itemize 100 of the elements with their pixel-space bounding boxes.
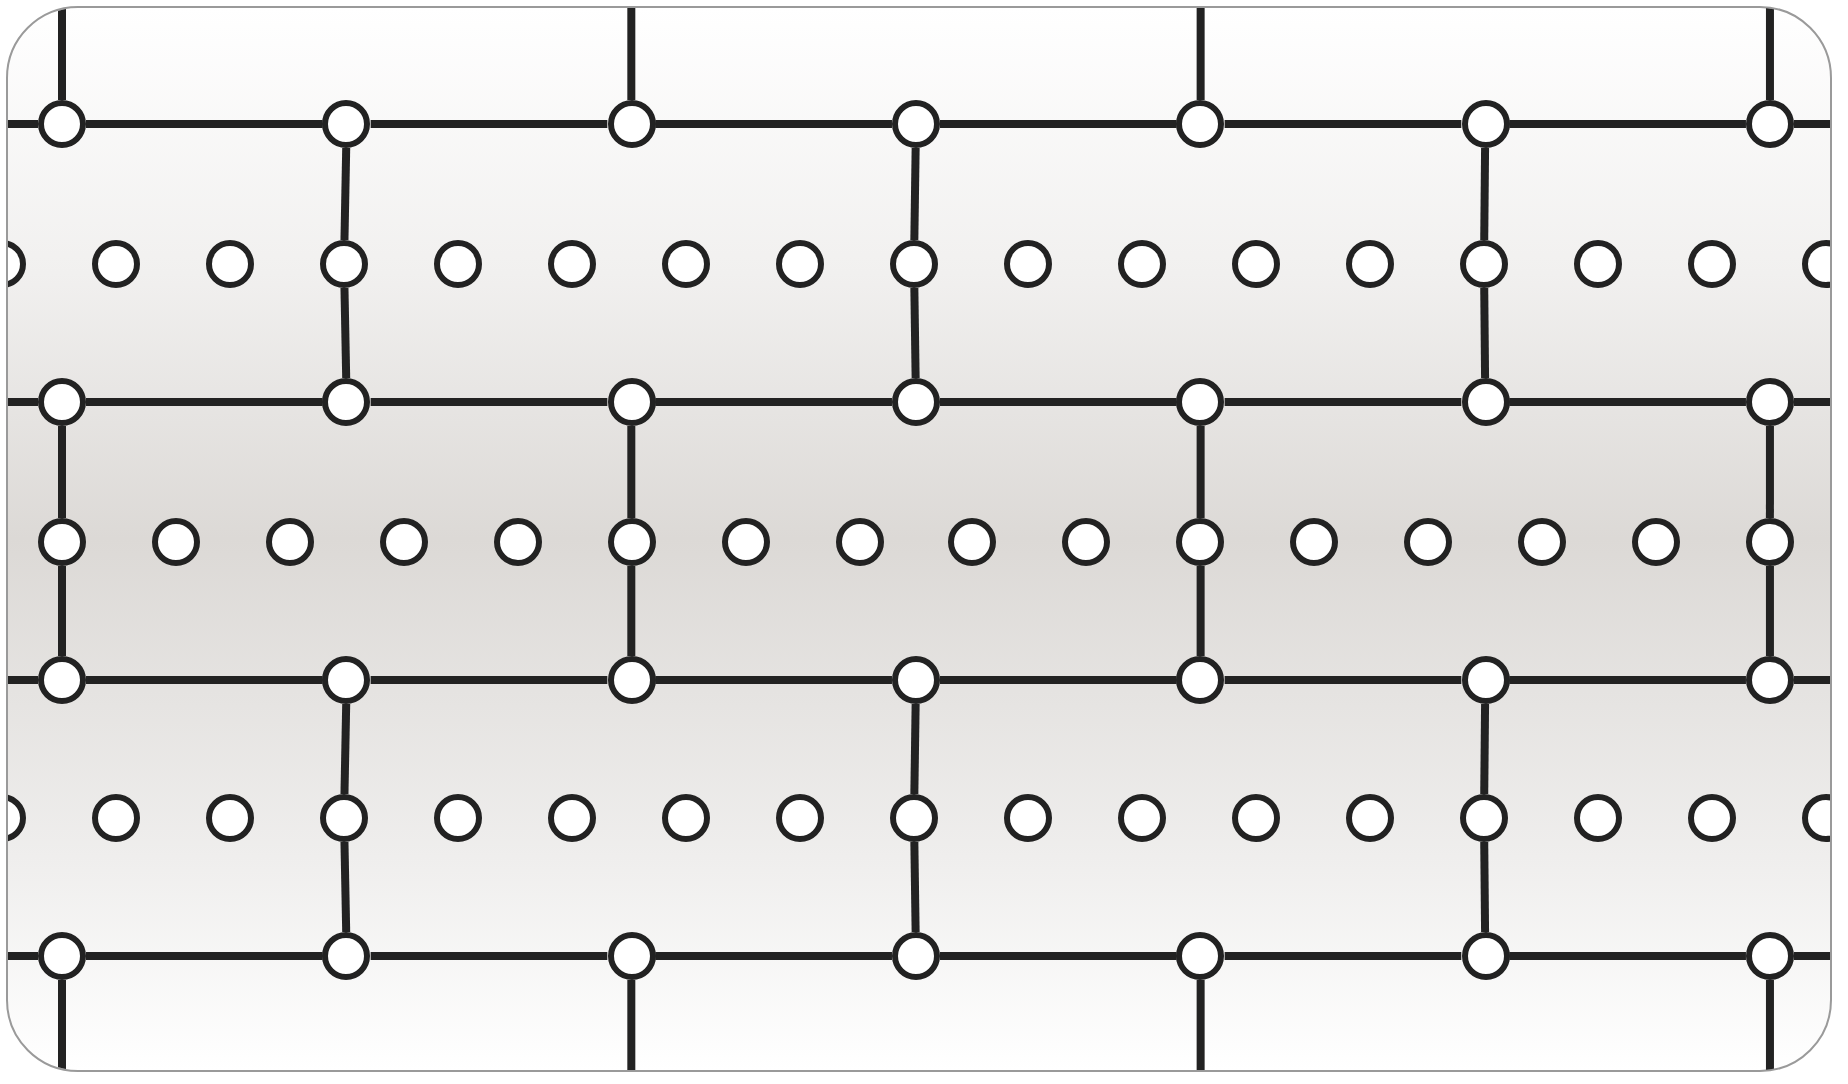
circle-node <box>891 932 940 980</box>
connector-line <box>1480 703 1490 795</box>
circle-node <box>607 378 656 426</box>
circle-node <box>1118 240 1166 288</box>
connector-line <box>1509 952 1746 960</box>
circle-node <box>890 240 938 288</box>
connector-line <box>86 120 323 128</box>
connector-line <box>940 676 1177 684</box>
circle-node <box>1745 932 1794 980</box>
circle-node <box>206 794 254 842</box>
circle-node <box>38 518 86 566</box>
circle-node <box>1062 518 1111 566</box>
circle-node <box>776 240 824 288</box>
connector-line <box>1793 398 1830 406</box>
connector-line <box>1196 566 1205 656</box>
circle-node <box>891 100 940 148</box>
connector-line <box>8 952 38 960</box>
connector-line <box>1224 952 1462 960</box>
connector-line <box>1765 566 1774 656</box>
circle-node <box>1232 240 1280 288</box>
circle-node <box>434 794 482 842</box>
connector-line <box>1793 952 1830 960</box>
circle-node <box>1574 240 1622 288</box>
connector-line <box>1480 841 1490 933</box>
connector-line <box>1509 398 1746 406</box>
circle-node <box>92 794 140 842</box>
connector-line <box>86 676 323 684</box>
circle-node <box>1176 378 1225 426</box>
connector-line <box>58 566 66 656</box>
connector-line <box>340 841 351 933</box>
circle-node <box>721 518 770 566</box>
circle-node <box>1176 656 1225 704</box>
circle-node <box>320 240 368 288</box>
connector-line <box>58 8 66 100</box>
connector-line <box>340 287 351 379</box>
connector-line <box>1793 676 1830 684</box>
circle-node <box>548 794 596 842</box>
circle-node <box>1518 518 1567 566</box>
circle-node <box>891 656 940 704</box>
circle-node <box>379 518 428 566</box>
connector-line <box>655 952 892 960</box>
circle-node <box>151 518 200 566</box>
circle-node <box>1745 656 1794 704</box>
circle-node <box>835 518 883 566</box>
connector-line <box>370 398 608 406</box>
circle-node <box>890 794 938 842</box>
circle-node <box>1688 794 1736 842</box>
circle-node <box>92 240 140 288</box>
connector-line <box>1480 147 1490 241</box>
circle-node <box>38 378 86 426</box>
circle-node <box>776 794 824 842</box>
connector-line <box>370 676 608 684</box>
circle-node <box>1688 240 1736 288</box>
circle-node <box>1232 794 1280 842</box>
circle-node <box>1290 518 1339 566</box>
connector-line <box>910 841 920 933</box>
connector-line <box>1196 980 1205 1070</box>
connector-line <box>627 426 636 518</box>
connector-line <box>627 566 636 656</box>
connector-line <box>1765 980 1774 1070</box>
connector-line <box>1793 120 1830 128</box>
connector-line <box>8 398 38 406</box>
connector-line <box>910 703 920 795</box>
circle-node <box>1574 794 1622 842</box>
connector-line <box>1765 426 1774 518</box>
circle-node <box>1461 100 1510 148</box>
circle-node <box>662 240 710 288</box>
connector-line <box>340 147 351 241</box>
connector-line <box>655 120 892 128</box>
circle-node <box>662 794 710 842</box>
circle-node <box>891 378 940 426</box>
connector-line <box>8 120 38 128</box>
connector-line <box>940 952 1177 960</box>
connector-line <box>1480 287 1490 379</box>
circle-node <box>607 932 656 980</box>
circle-node <box>607 656 656 704</box>
connector-line <box>58 980 66 1070</box>
circle-node <box>1176 932 1225 980</box>
circle-node <box>265 518 314 566</box>
circle-node <box>1632 518 1681 566</box>
circle-node <box>322 100 371 148</box>
connector-line <box>86 398 323 406</box>
connector-line <box>86 952 323 960</box>
circle-node <box>434 240 482 288</box>
connector-line <box>910 287 920 379</box>
circle-node <box>322 656 371 704</box>
circle-node <box>1346 240 1394 288</box>
connector-line <box>370 120 608 128</box>
circle-node <box>38 932 86 980</box>
circle-node <box>1176 518 1225 566</box>
circle-node <box>1460 794 1508 842</box>
circle-node <box>548 240 596 288</box>
circle-node <box>607 518 656 566</box>
circle-node <box>1346 794 1394 842</box>
circle-node <box>607 100 656 148</box>
connector-line <box>655 398 892 406</box>
circle-node <box>206 240 254 288</box>
connector-line <box>340 703 351 795</box>
circle-node <box>1460 240 1508 288</box>
connector-line <box>8 676 38 684</box>
